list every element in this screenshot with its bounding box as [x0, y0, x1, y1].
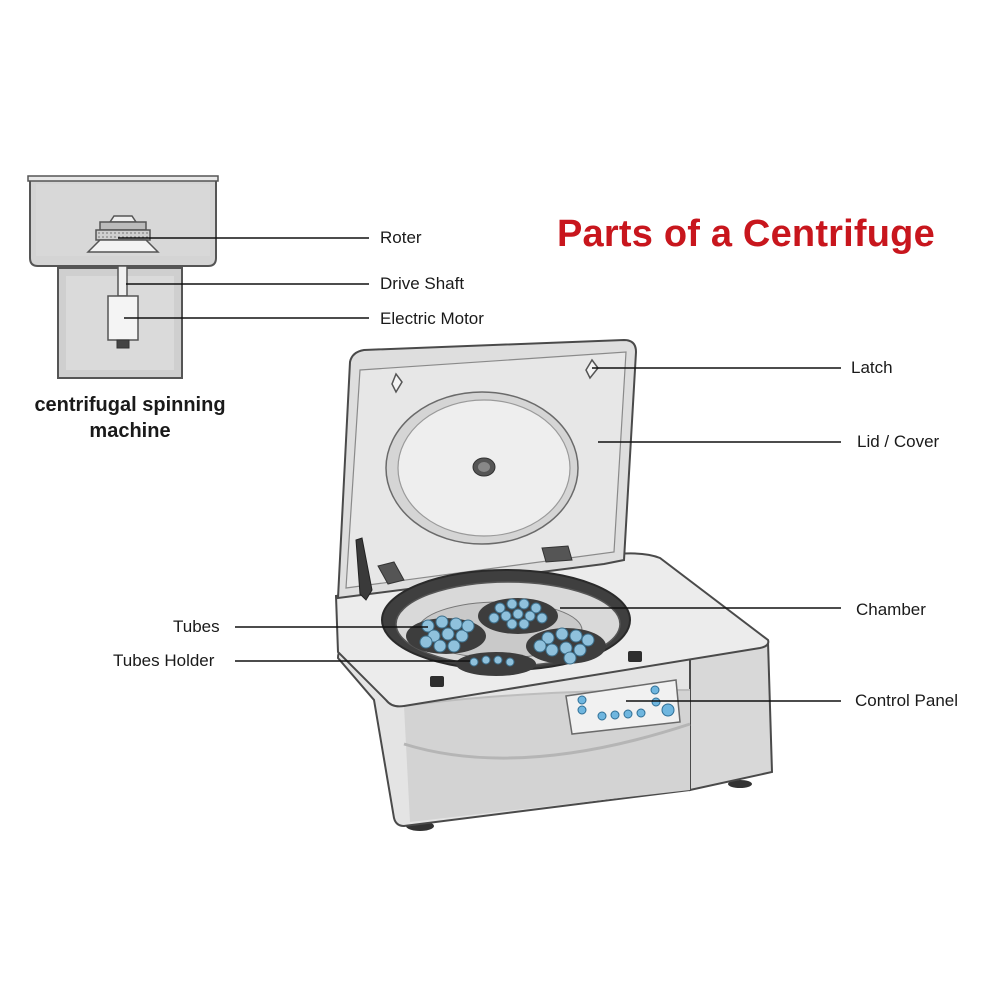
label-lid-cover: Lid / Cover — [857, 432, 940, 451]
latch — [391, 358, 599, 394]
inset-machine — [27, 175, 369, 379]
inset-caption: centrifugal spinning machine — [20, 392, 240, 444]
control-dial — [661, 703, 675, 717]
control-button — [610, 710, 620, 720]
label-control-panel: Control Panel — [855, 691, 959, 710]
inset-caption-line1: centrifugal spinning — [34, 394, 226, 416]
label-roter: Roter — [380, 228, 422, 247]
tubes — [419, 598, 595, 667]
control-button — [623, 709, 633, 719]
control-button — [577, 705, 587, 715]
diagram-title: Parts of a Centrifuge — [557, 213, 935, 255]
label-latch: Latch — [851, 358, 893, 377]
lid — [336, 338, 638, 600]
control-button — [650, 685, 660, 695]
label-drive-shaft: Drive Shaft — [380, 274, 465, 293]
label-electric-motor: Electric Motor — [380, 309, 484, 328]
control-button — [636, 708, 646, 718]
label-tubes: Tubes — [173, 617, 220, 636]
control-button — [577, 695, 587, 705]
control-button — [597, 711, 607, 721]
centrifuge — [235, 338, 841, 831]
label-tubes-holder: Tubes Holder — [113, 651, 215, 670]
control-panel — [565, 679, 681, 735]
inset-rotor — [86, 215, 160, 253]
inset-electric-motor — [107, 295, 139, 349]
inset-caption-line2: machine — [89, 420, 171, 442]
control-button — [651, 697, 661, 707]
inset-drive-shaft — [117, 265, 128, 297]
label-chamber: Chamber — [856, 600, 926, 619]
